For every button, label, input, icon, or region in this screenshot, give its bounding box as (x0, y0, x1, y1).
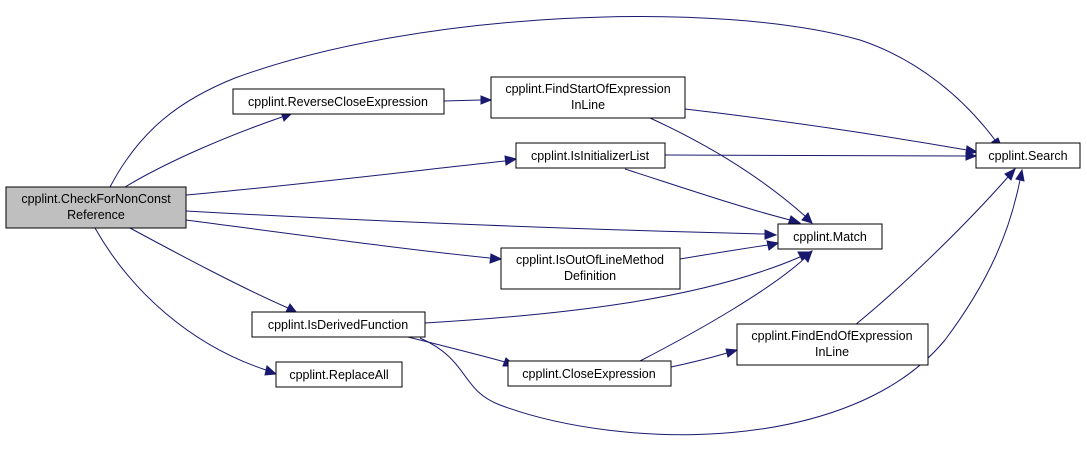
edge-closeexpr-to-match (639, 250, 813, 362)
node-label: cpplint.IsInitializerList (531, 149, 650, 163)
edge-check-to-isinit (185, 155, 518, 196)
edge-outofline-to-match (679, 240, 780, 260)
edge-derived-to-closeexpr (399, 334, 517, 367)
edge-findstart-to-match (649, 117, 813, 224)
node-label: cpplint.Match (793, 230, 867, 244)
edge-check-to-match (185, 210, 778, 240)
edge-check-to-reverse (124, 111, 294, 188)
node-check-for-non-const-reference[interactable]: cpplint.CheckForNonConst Reference (5, 186, 187, 229)
node-label-line2: InLine (815, 345, 849, 359)
node-search[interactable]: cpplint.Search (975, 142, 1081, 169)
edge-check-to-replaceall (94, 227, 278, 376)
edge-reverse-to-findstart (443, 95, 493, 105)
node-find-end-of-expression-in-line[interactable]: cpplint.FindEndOfExpression InLine (736, 323, 929, 366)
node-label-line1: cpplint.CheckForNonConst (21, 192, 171, 206)
node-is-out-of-line-method-definition[interactable]: cpplint.IsOutOfLineMethod Definition (500, 247, 681, 290)
node-label-line1: cpplint.FindEndOfExpression (751, 329, 912, 343)
edge-findstart-to-search (684, 108, 979, 156)
node-label-line1: cpplint.FindStartOfExpression (505, 82, 670, 96)
node-label-line2: InLine (571, 98, 605, 112)
edge-isinit-to-search (664, 151, 978, 161)
edge-isinit-to-match (624, 168, 802, 226)
node-label-line1: cpplint.IsOutOfLineMethod (516, 253, 664, 267)
node-match[interactable]: cpplint.Match (777, 223, 883, 250)
edge-derived-to-search (419, 168, 1025, 436)
node-label: cpplint.ReverseCloseExpression (248, 95, 428, 109)
edge-check-to-outofline (185, 219, 503, 264)
node-is-initializer-list[interactable]: cpplint.IsInitializerList (515, 142, 666, 169)
edge-closeexpr-to-findend (670, 348, 739, 368)
node-label: cpplint.IsDerivedFunction (268, 318, 408, 332)
edge-findend-to-search (854, 167, 1016, 326)
node-close-expression[interactable]: cpplint.CloseExpression (507, 360, 672, 387)
node-label: cpplint.CloseExpression (522, 367, 655, 381)
node-find-start-of-expression-in-line[interactable]: cpplint.FindStartOfExpression InLine (490, 76, 686, 119)
node-label-line2: Reference (67, 208, 125, 222)
node-label: cpplint.ReplaceAll (289, 368, 388, 382)
node-label-line2: Definition (564, 269, 616, 283)
node-replace-all[interactable]: cpplint.ReplaceAll (275, 361, 403, 388)
node-label: cpplint.Search (988, 149, 1067, 163)
node-is-derived-function[interactable]: cpplint.IsDerivedFunction (251, 311, 426, 338)
edge-check-to-derived (129, 227, 299, 314)
node-reverse-close-expression[interactable]: cpplint.ReverseCloseExpression (232, 88, 445, 115)
edges (94, 15, 1025, 436)
